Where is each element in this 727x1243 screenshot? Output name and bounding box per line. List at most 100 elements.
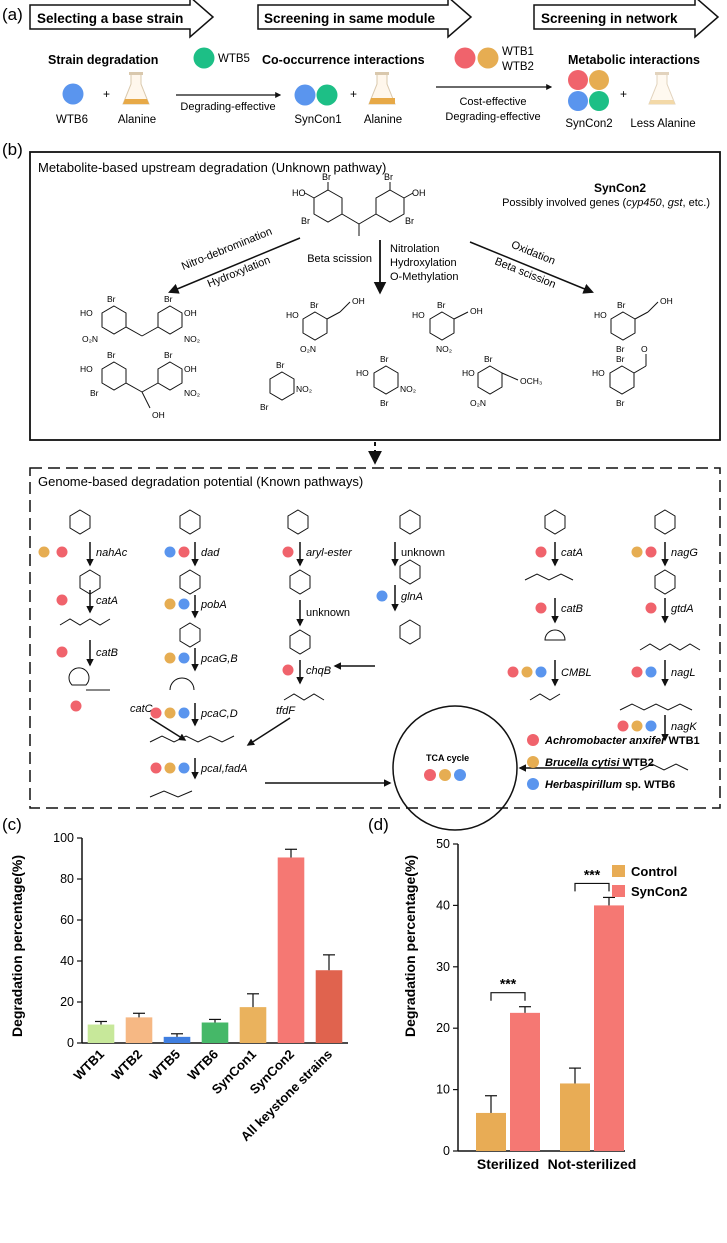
product-structures <box>101 301 659 409</box>
y-tick-label: 80 <box>60 872 74 886</box>
svg-text:NO₂: NO₂ <box>184 388 200 398</box>
svg-text:NO₂: NO₂ <box>296 384 312 394</box>
svg-text:NO₂: NO₂ <box>400 384 416 394</box>
plus-3: + <box>620 87 627 101</box>
arrow-2-label-1: Cost-effective <box>459 96 526 108</box>
stage-title-2: Screening in same module <box>264 11 436 26</box>
flask-icon <box>368 72 396 105</box>
known-title: Genome-based degradation potential (Know… <box>38 474 363 489</box>
wtb6-circle-2 <box>294 84 316 106</box>
svg-text:aryl-ester: aryl-ester <box>306 547 353 559</box>
svg-text:Br: Br <box>616 344 625 354</box>
middle-left-label: Beta scission <box>307 253 372 265</box>
svg-text:Br: Br <box>107 350 116 360</box>
svg-text:HO: HO <box>80 364 93 374</box>
tca-label: TCA cycle <box>426 753 469 763</box>
svg-text:OH: OH <box>470 306 483 316</box>
svg-text:Br: Br <box>301 216 310 226</box>
svg-text:HO: HO <box>286 310 299 320</box>
arrow-left <box>168 237 301 294</box>
bar-all-keystone-strains <box>315 970 343 1043</box>
x-tick-label: Sterilized <box>477 1156 539 1172</box>
syncon2-title: SynCon2 <box>594 181 646 195</box>
legend-label: SynCon2 <box>631 884 687 899</box>
y-tick-label: 20 <box>436 1021 450 1035</box>
middle-right-label-3: O-Methylation <box>390 271 458 283</box>
svg-text:Br: Br <box>437 300 446 310</box>
svg-text:OH: OH <box>152 410 165 420</box>
svg-text:catA: catA <box>561 547 583 559</box>
bar-syncon2-sterilized <box>510 1012 540 1151</box>
svg-text:HO: HO <box>594 310 607 320</box>
wtb2-circle <box>477 47 499 69</box>
svg-text:pcaI,fadA: pcaI,fadA <box>200 763 247 775</box>
svg-text:Br: Br <box>164 350 173 360</box>
y-tick-label: 60 <box>60 913 74 927</box>
enzyme-labels: nahAc catA catB catC dad pobA pcaG,B pca… <box>96 547 698 775</box>
wtb5-circle-2 <box>316 84 338 106</box>
svg-text:nahAc: nahAc <box>96 547 128 559</box>
y-tick-label: 100 <box>53 831 74 845</box>
upstream-box <box>29 151 721 441</box>
svg-text:O: O <box>641 344 648 354</box>
x-tick-label: WTB2 <box>108 1047 145 1084</box>
svg-text:Br: Br <box>322 172 331 182</box>
svg-text:Br: Br <box>384 172 393 182</box>
svg-text:tfdF: tfdF <box>276 705 296 717</box>
significance-bracket <box>574 882 610 892</box>
legend-label: Control <box>631 864 677 879</box>
svg-text:unknown: unknown <box>306 607 350 619</box>
pathway-arrows <box>86 542 669 787</box>
svg-text:Br: Br <box>164 294 173 304</box>
bar-syncon1 <box>239 1007 267 1043</box>
panel-a: (a) Selecting a base strain Screening in… <box>2 0 720 130</box>
svg-text:O₂N: O₂N <box>300 344 316 354</box>
svg-text:OCH₃: OCH₃ <box>520 376 542 386</box>
upstream-title: Metabolite-based upstream degradation (U… <box>38 160 386 175</box>
y-tick-label: 0 <box>67 1036 74 1050</box>
plus-2: + <box>350 87 357 101</box>
tca-dot-wtb1 <box>424 769 436 781</box>
tca-circle <box>392 705 518 831</box>
middle-right-label-2: Hydroxylation <box>390 257 457 269</box>
svg-text:Br: Br <box>484 354 493 364</box>
strain-legend: Achromobacter anxifer WTB1 Brucella cyti… <box>527 734 700 791</box>
svg-text:catC: catC <box>130 703 153 715</box>
svg-text:Br: Br <box>310 300 319 310</box>
x-tick-label: WTB6 <box>184 1047 221 1084</box>
plus-1: + <box>103 87 110 101</box>
svg-text:gtdA: gtdA <box>671 603 694 615</box>
bar-wtb6 <box>201 1022 229 1043</box>
svg-text:HO: HO <box>412 310 425 320</box>
svg-text:chqB: chqB <box>306 665 331 677</box>
wtb1-circle <box>454 47 476 69</box>
flask-icon <box>122 72 150 105</box>
wtb5-label: WTB5 <box>218 53 250 65</box>
wtb2-circle-3 <box>589 70 609 90</box>
svg-text:Br: Br <box>90 388 99 398</box>
significance-bracket <box>490 992 526 1001</box>
arrow-right <box>469 241 594 294</box>
tbbpa-structure <box>304 182 414 236</box>
svg-text:nagG: nagG <box>671 547 698 559</box>
possible-genes: Possibly involved genes (cyp450, gst, et… <box>502 197 710 209</box>
svg-text:Br: Br <box>616 354 625 364</box>
x-tick-label: WTB5 <box>146 1047 183 1084</box>
svg-text:HO: HO <box>356 368 369 378</box>
svg-text:Br: Br <box>260 402 269 412</box>
x-tick-label: Not-sterilized <box>548 1156 637 1172</box>
tca-dot-wtb2 <box>439 769 451 781</box>
svg-text:OH: OH <box>184 308 197 318</box>
svg-text:HO: HO <box>80 308 93 318</box>
bar-wtb2 <box>125 1017 153 1043</box>
y-tick-label: 50 <box>436 837 450 851</box>
svg-text:OH: OH <box>412 188 426 198</box>
svg-text:OH: OH <box>352 296 365 306</box>
svg-text:Br: Br <box>380 398 389 408</box>
svg-text:HO: HO <box>462 368 475 378</box>
legend-wtb2: Brucella cytisi WTB2 <box>545 757 654 769</box>
bar-syncon2-not-sterilized <box>594 905 624 1151</box>
svg-text:catA: catA <box>96 595 118 607</box>
wtb1-circle-3 <box>568 70 588 90</box>
bar-control-not-sterilized <box>560 1083 590 1151</box>
